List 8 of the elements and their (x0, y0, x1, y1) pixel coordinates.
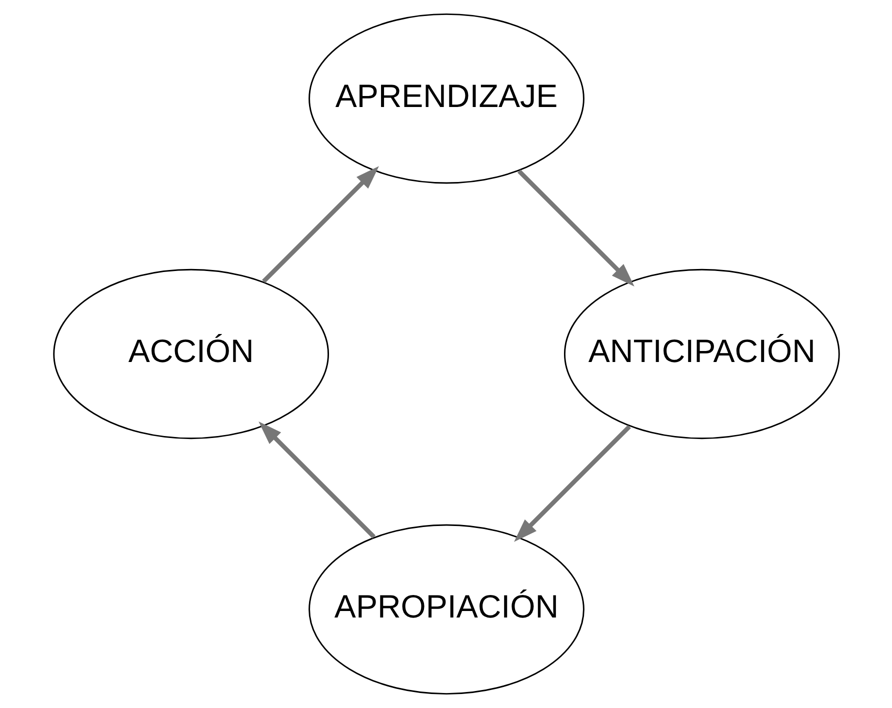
arrow (258, 422, 376, 538)
node-ellipse: ACCIÓN (52, 268, 329, 440)
arrow (262, 166, 378, 284)
node-ellipse: APRENDIZAJE (308, 13, 584, 184)
node-ellipse: ANTICIPACIÓN (563, 268, 840, 440)
node-ellipse: APROPIACIÓN (308, 524, 584, 695)
arrow (514, 424, 630, 542)
arrow (516, 170, 634, 286)
